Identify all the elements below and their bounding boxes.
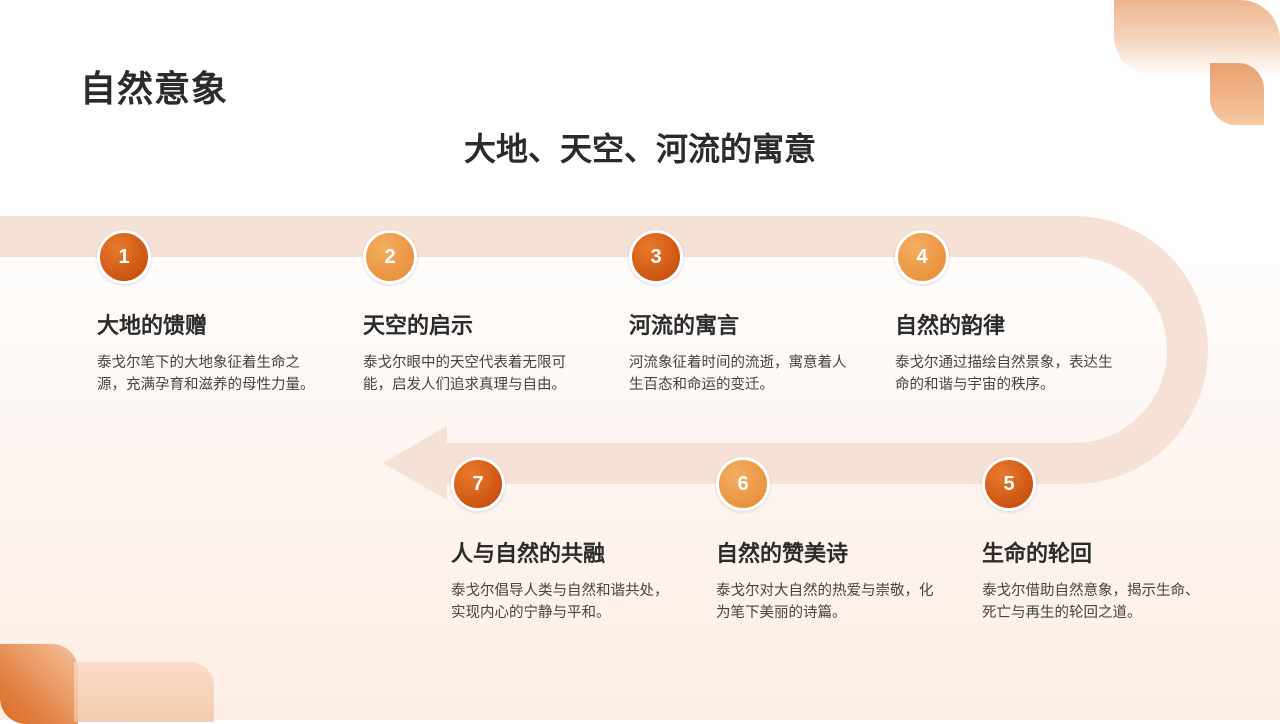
- step-1-card: 大地的馈赠 泰戈尔笔下的大地象征着生命之源，充满孕育和滋养的母性力量。: [97, 308, 317, 396]
- step-5-card: 生命的轮回 泰戈尔借助自然意象，揭示生命、死亡与再生的轮回之道。: [982, 536, 1202, 624]
- step-3-desc: 河流象征着时间的流逝，寓意着人生百态和命运的变迁。: [629, 355, 847, 393]
- page-title: 自然意象: [80, 69, 229, 110]
- step-7-badge: 7: [451, 457, 505, 511]
- step-3-title: 河流的寓言: [629, 314, 740, 339]
- step-6-card: 自然的赞美诗 泰戈尔对大自然的热爱与崇敬，化为笔下美丽的诗篇。: [716, 536, 936, 624]
- step-2-card: 天空的启示 泰戈尔眼中的天空代表着无限可能，启发人们追求真理与自由。: [363, 308, 583, 396]
- step-2-desc: 泰戈尔眼中的天空代表着无限可能，启发人们追求真理与自由。: [363, 355, 566, 393]
- corner-decoration-bottom-left: [0, 644, 78, 724]
- step-2-title: 天空的启示: [363, 314, 474, 339]
- corner-decoration-top-right: [1114, 0, 1280, 76]
- step-4-title: 自然的韵律: [895, 314, 1006, 339]
- step-6-desc: 泰戈尔对大自然的热爱与崇敬，化为笔下美丽的诗篇。: [716, 583, 934, 621]
- step-5-title: 生命的轮回: [982, 542, 1093, 567]
- step-3-card: 河流的寓言 河流象征着时间的流逝，寓意着人生百态和命运的变迁。: [629, 308, 849, 396]
- step-5-desc: 泰戈尔借助自然意象，揭示生命、死亡与再生的轮回之道。: [982, 583, 1200, 621]
- page-subtitle: 大地、天空、河流的寓意: [463, 130, 816, 168]
- step-2-badge: 2: [363, 230, 417, 284]
- step-7-title: 人与自然的共融: [451, 542, 606, 567]
- step-4-card: 自然的韵律 泰戈尔通过描绘自然景象，表达生命的和谐与宇宙的秩序。: [895, 308, 1115, 396]
- step-1-desc: 泰戈尔笔下的大地象征着生命之源，充满孕育和滋养的母性力量。: [97, 355, 315, 393]
- corner-decoration-bottom-left-wide: [74, 662, 214, 722]
- step-1-title: 大地的馈赠: [97, 314, 208, 339]
- step-4-desc: 泰戈尔通过描绘自然景象，表达生命的和谐与宇宙的秩序。: [895, 355, 1113, 393]
- step-6-badge: 6: [716, 457, 770, 511]
- step-7-card: 人与自然的共融 泰戈尔倡导人类与自然和谐共处，实现内心的宁静与平和。: [451, 536, 671, 624]
- step-1-badge: 1: [97, 230, 151, 284]
- step-4-badge: 4: [895, 230, 949, 284]
- corner-decoration-top-right-small: [1210, 63, 1264, 125]
- step-7-desc: 泰戈尔倡导人类与自然和谐共处，实现内心的宁静与平和。: [451, 583, 669, 621]
- step-3-badge: 3: [629, 230, 683, 284]
- step-5-badge: 5: [982, 457, 1036, 511]
- step-6-title: 自然的赞美诗: [716, 542, 849, 567]
